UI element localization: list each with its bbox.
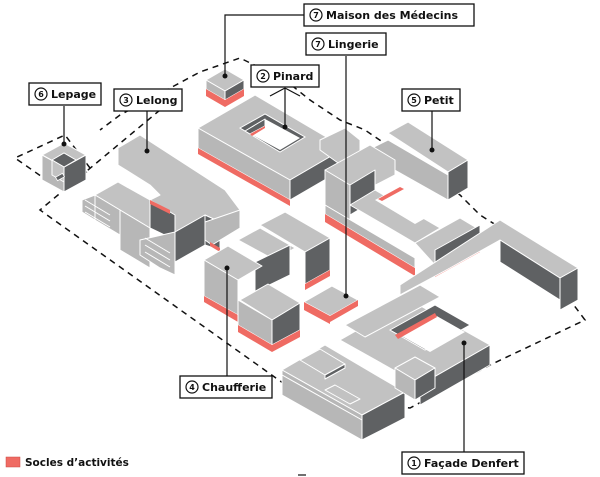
building-lelong — [81, 134, 241, 276]
label-number: 6 — [38, 90, 44, 99]
legend-swatch-socle — [5, 456, 21, 468]
leader-maison-des-medecins — [224, 14, 304, 76]
label-lingerie: 7 Lingerie — [305, 32, 387, 56]
building-chaufferie — [203, 211, 331, 352]
label-number: 5 — [411, 96, 417, 105]
label-number: 1 — [411, 459, 417, 468]
building-facade-denfert — [281, 219, 579, 441]
label-name: Petit — [424, 94, 454, 107]
label-name: Maison des Médecins — [326, 9, 458, 22]
label-number: 2 — [260, 72, 266, 81]
label-pinard: 2 Pinard — [250, 64, 320, 88]
building-maison-des-medecins — [205, 68, 245, 107]
label-name: Lelong — [136, 94, 178, 107]
label-chaufferie: 4 Chaufferie — [179, 375, 273, 399]
label-maison-des-medecins: 7 Maison des Médecins — [303, 3, 475, 27]
label-name: Façade Denfert — [424, 457, 519, 470]
label-name: Lepage — [51, 88, 96, 101]
boundary-lepage — [13, 134, 91, 189]
label-lepage: 6 Lepage — [28, 82, 102, 106]
building-lingerie — [303, 285, 359, 324]
label-lelong: 3 Lelong — [113, 88, 183, 112]
legend: Socles d’activités — [5, 456, 129, 469]
stairs-west — [84, 199, 171, 268]
label-number: 4 — [189, 383, 195, 392]
label-number: 3 — [123, 96, 129, 105]
label-petit: 5 Petit — [401, 88, 461, 112]
building-lepage — [41, 142, 87, 193]
leader-lines — [61, 14, 467, 452]
label-name: Pinard — [273, 70, 313, 83]
label-number: 7 — [315, 40, 321, 49]
label-name: Lingerie — [328, 38, 379, 51]
label-facade-denfert: 1 Façade Denfert — [401, 451, 525, 475]
building-petit — [324, 121, 481, 277]
legend-label: Socles d’activités — [25, 457, 129, 469]
label-name: Chaufferie — [202, 381, 266, 394]
label-number: 7 — [313, 11, 319, 20]
